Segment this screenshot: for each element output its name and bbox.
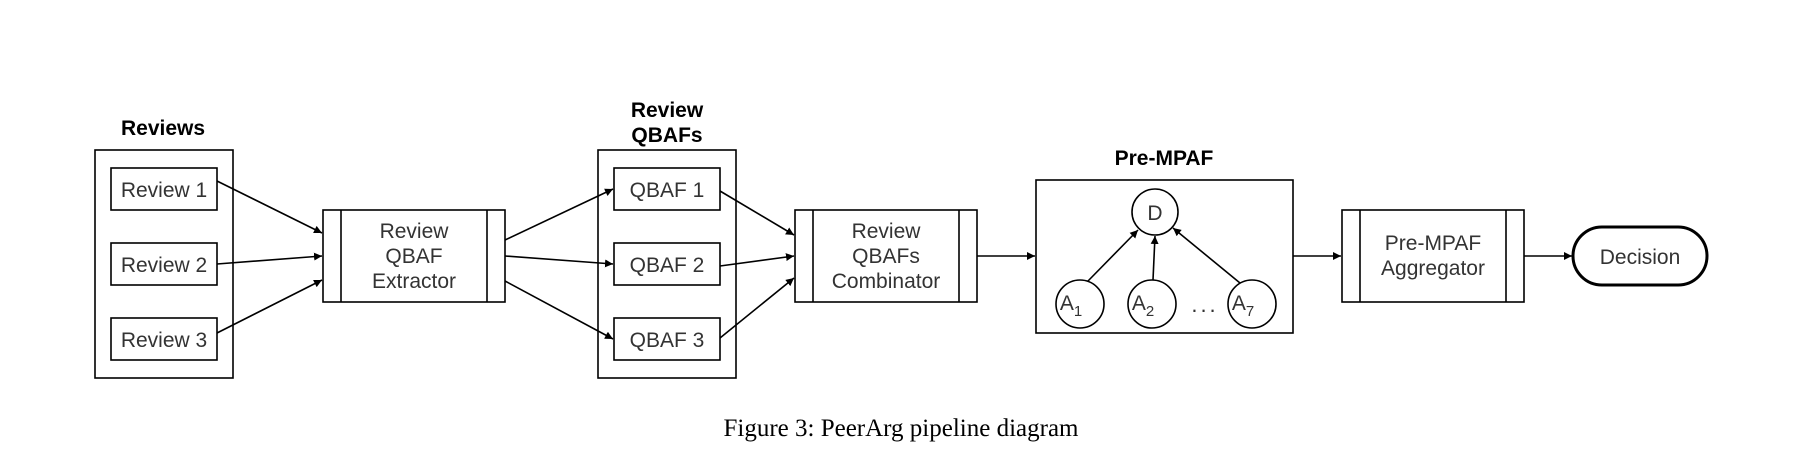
qbaf-1-label: QBAF 1 (630, 179, 705, 202)
review-2-label: Review 2 (121, 254, 207, 277)
arrow-review2-extractor (216, 252, 323, 265)
svg-text:A7: A7 (1232, 292, 1254, 320)
qbaf-3-label: QBAF 3 (630, 329, 705, 352)
combinator-label-line2: QBAFs (852, 245, 920, 268)
review-2-box: Review 2 (110, 242, 218, 286)
qbaf-2-label: QBAF 2 (630, 254, 705, 277)
pre-mpaf-aggregator: Pre-MPAF Aggregator (1341, 209, 1525, 303)
arrow-extractor-qbaf3 (504, 280, 614, 340)
arrow-review3-extractor (216, 279, 323, 334)
aggregator-label-line1: Pre-MPAF (1385, 232, 1481, 255)
review-3-label: Review 3 (121, 329, 207, 352)
pre-mpaf-title: Pre-MPAF (1115, 147, 1214, 170)
arrow-extractor-qbaf1 (504, 188, 614, 241)
decision-node-d: D (1131, 188, 1179, 236)
arrow-a1-d (1087, 229, 1139, 282)
arrow-a2-d (1150, 235, 1159, 281)
review-qbaf-extractor: Review QBAF Extractor (322, 209, 506, 303)
review-1-label: Review 1 (121, 179, 207, 202)
argument-ellipsis: ... (1191, 292, 1218, 317)
qbaf-2-box: QBAF 2 (613, 242, 721, 286)
a1-letter: A (1060, 292, 1074, 315)
a7-letter: A (1232, 292, 1246, 315)
decision-label: Decision (1600, 246, 1681, 269)
arrow-qbaf2-combinator (719, 253, 795, 267)
a2-subscript: 2 (1146, 303, 1154, 320)
extractor-label-line1: Review (380, 220, 450, 243)
arrow-extractor-qbaf2 (504, 255, 614, 268)
arrow-qbaf1-combinator (719, 190, 795, 236)
review-3-box: Review 3 (110, 317, 218, 361)
a1-subscript: 1 (1074, 303, 1082, 320)
svg-text:A1: A1 (1060, 292, 1082, 320)
reviews-group-title: Reviews (121, 117, 205, 140)
a7-subscript: 7 (1246, 303, 1254, 320)
a2-letter: A (1132, 292, 1146, 315)
combinator-label-line3: Combinator (832, 270, 941, 293)
decision-terminator: Decision (1571, 225, 1709, 287)
extractor-label-line2: QBAF (385, 245, 442, 268)
arrow-a7-d (1172, 227, 1241, 284)
review-qbafs-combinator: Review QBAFs Combinator (794, 209, 978, 303)
combinator-label-line1: Review (852, 220, 922, 243)
svg-text:A2: A2 (1132, 292, 1154, 320)
arrow-qbaf3-combinator (719, 277, 795, 339)
figure-caption: Figure 3: PeerArg pipeline diagram (723, 415, 1079, 442)
qbaf-3-box: QBAF 3 (613, 317, 721, 361)
argument-node-a1: A1 (1055, 279, 1105, 329)
aggregator-label-line2: Aggregator (1381, 257, 1485, 280)
decision-node-label: D (1147, 202, 1162, 225)
arrow-review1-extractor (216, 180, 323, 234)
argument-node-a7: A7 (1227, 279, 1277, 329)
review-1-box: Review 1 (110, 167, 218, 211)
review-qbafs-title-line1: Review (631, 99, 704, 122)
qbaf-1-box: QBAF 1 (613, 167, 721, 211)
review-qbafs-title-line2: QBAFs (631, 124, 702, 147)
extractor-label-line3: Extractor (372, 270, 456, 293)
argument-node-a2: A2 (1127, 279, 1177, 329)
